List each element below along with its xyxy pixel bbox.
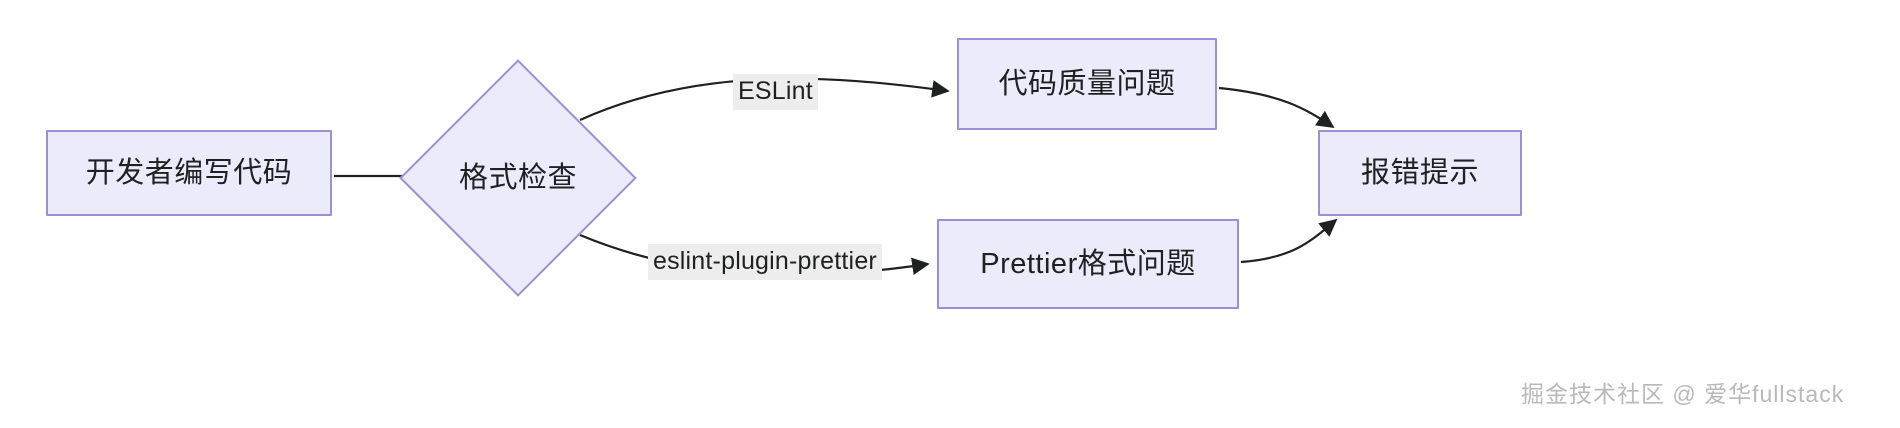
node-label: 格式检查 <box>458 161 577 194</box>
watermark: 掘金技术社区 @ 爱华fullstack <box>1521 381 1845 407</box>
edge-label-eslint: ESLint <box>733 74 818 111</box>
node-developer-writes-code[interactable]: 开发者编写代码 <box>46 130 332 216</box>
edge-prettier-to-error <box>1240 218 1338 264</box>
node-label: 报错提示 <box>1360 156 1479 189</box>
node-code-quality-issue[interactable]: 代码质量问题 <box>957 38 1217 130</box>
node-prettier-format-issue[interactable]: Prettier格式问题 <box>937 219 1239 309</box>
node-error-prompt[interactable]: 报错提示 <box>1318 130 1522 216</box>
node-label: Prettier格式问题 <box>980 247 1196 280</box>
edge-label-eslint-plugin-prettier: eslint-plugin-prettier <box>648 244 882 281</box>
node-label: 代码质量问题 <box>998 67 1176 100</box>
edge-quality-to-error <box>1218 86 1335 128</box>
node-format-check[interactable]: 格式检查 <box>399 59 637 297</box>
node-label: 开发者编写代码 <box>85 156 293 189</box>
